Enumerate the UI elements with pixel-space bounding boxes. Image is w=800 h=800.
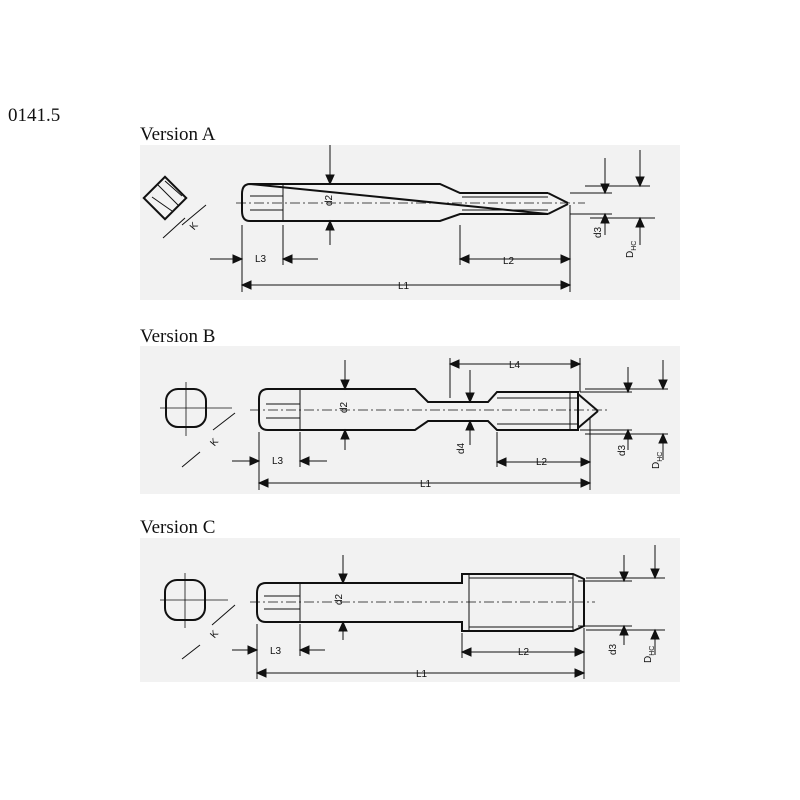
version-c-drawing: d2 K L3 L2 L1 d3 DHC — [140, 538, 680, 682]
dim-k-label: K — [188, 220, 201, 232]
tap-point-upper — [547, 192, 569, 204]
tap-body-outline — [256, 573, 585, 632]
version-b-svg: d2 K L4 d4 L3 L2 L1 d3 DHC — [160, 358, 668, 490]
dim-l2-label: L2 — [518, 647, 530, 658]
dim-d3-label: d3 — [617, 444, 628, 456]
dim-k-label: K — [208, 436, 221, 448]
version-c-svg: d2 K L3 L2 L1 d3 DHC — [160, 545, 665, 680]
dim-l3-label: L3 — [272, 456, 284, 467]
document-code: 0141.5 — [8, 105, 61, 126]
version-a-title: Version A — [140, 124, 216, 145]
dim-d2-label: d2 — [339, 401, 350, 413]
dim-l3-label: L3 — [270, 646, 282, 657]
dim-dhc-label: DHC — [625, 241, 638, 258]
dim-l3-label: L3 — [255, 254, 267, 265]
dim-d2-label: d2 — [334, 593, 345, 605]
dim-l1-label: L1 — [416, 669, 428, 680]
dim-dhc-label: DHC — [643, 646, 656, 663]
square-section — [142, 175, 188, 221]
version-a-svg: d2 K L3 L2 L1 d3 DHC — [142, 145, 655, 292]
dim-d3-label: d3 — [593, 226, 604, 238]
tap-body-outline — [258, 388, 579, 431]
tap-point-upper — [577, 393, 599, 412]
dim-d4-label: d4 — [456, 442, 467, 454]
dim-l4-label: L4 — [509, 360, 521, 371]
version-a-drawing: d2 K L3 L2 L1 d3 DHC — [140, 145, 680, 300]
dim-d2-label: d2 — [324, 194, 335, 206]
version-b-title: Version B — [140, 326, 216, 347]
version-c-title: Version C — [140, 517, 216, 538]
dim-dhc-label: DHC — [651, 452, 664, 469]
tap-point-lower — [577, 410, 599, 429]
tap-point-lower — [547, 203, 569, 215]
dim-k-label: K — [208, 628, 221, 640]
dim-l1-label: L1 — [398, 281, 410, 292]
dim-l2-label: L2 — [503, 256, 515, 267]
dim-l1-label: L1 — [420, 479, 432, 490]
tap-body-outline — [241, 182, 549, 222]
dim-l2-label: L2 — [536, 457, 548, 468]
version-b-drawing: d2 K L4 d4 L3 L2 L1 d3 DHC — [140, 346, 680, 494]
dim-d3-label: d3 — [608, 643, 619, 655]
